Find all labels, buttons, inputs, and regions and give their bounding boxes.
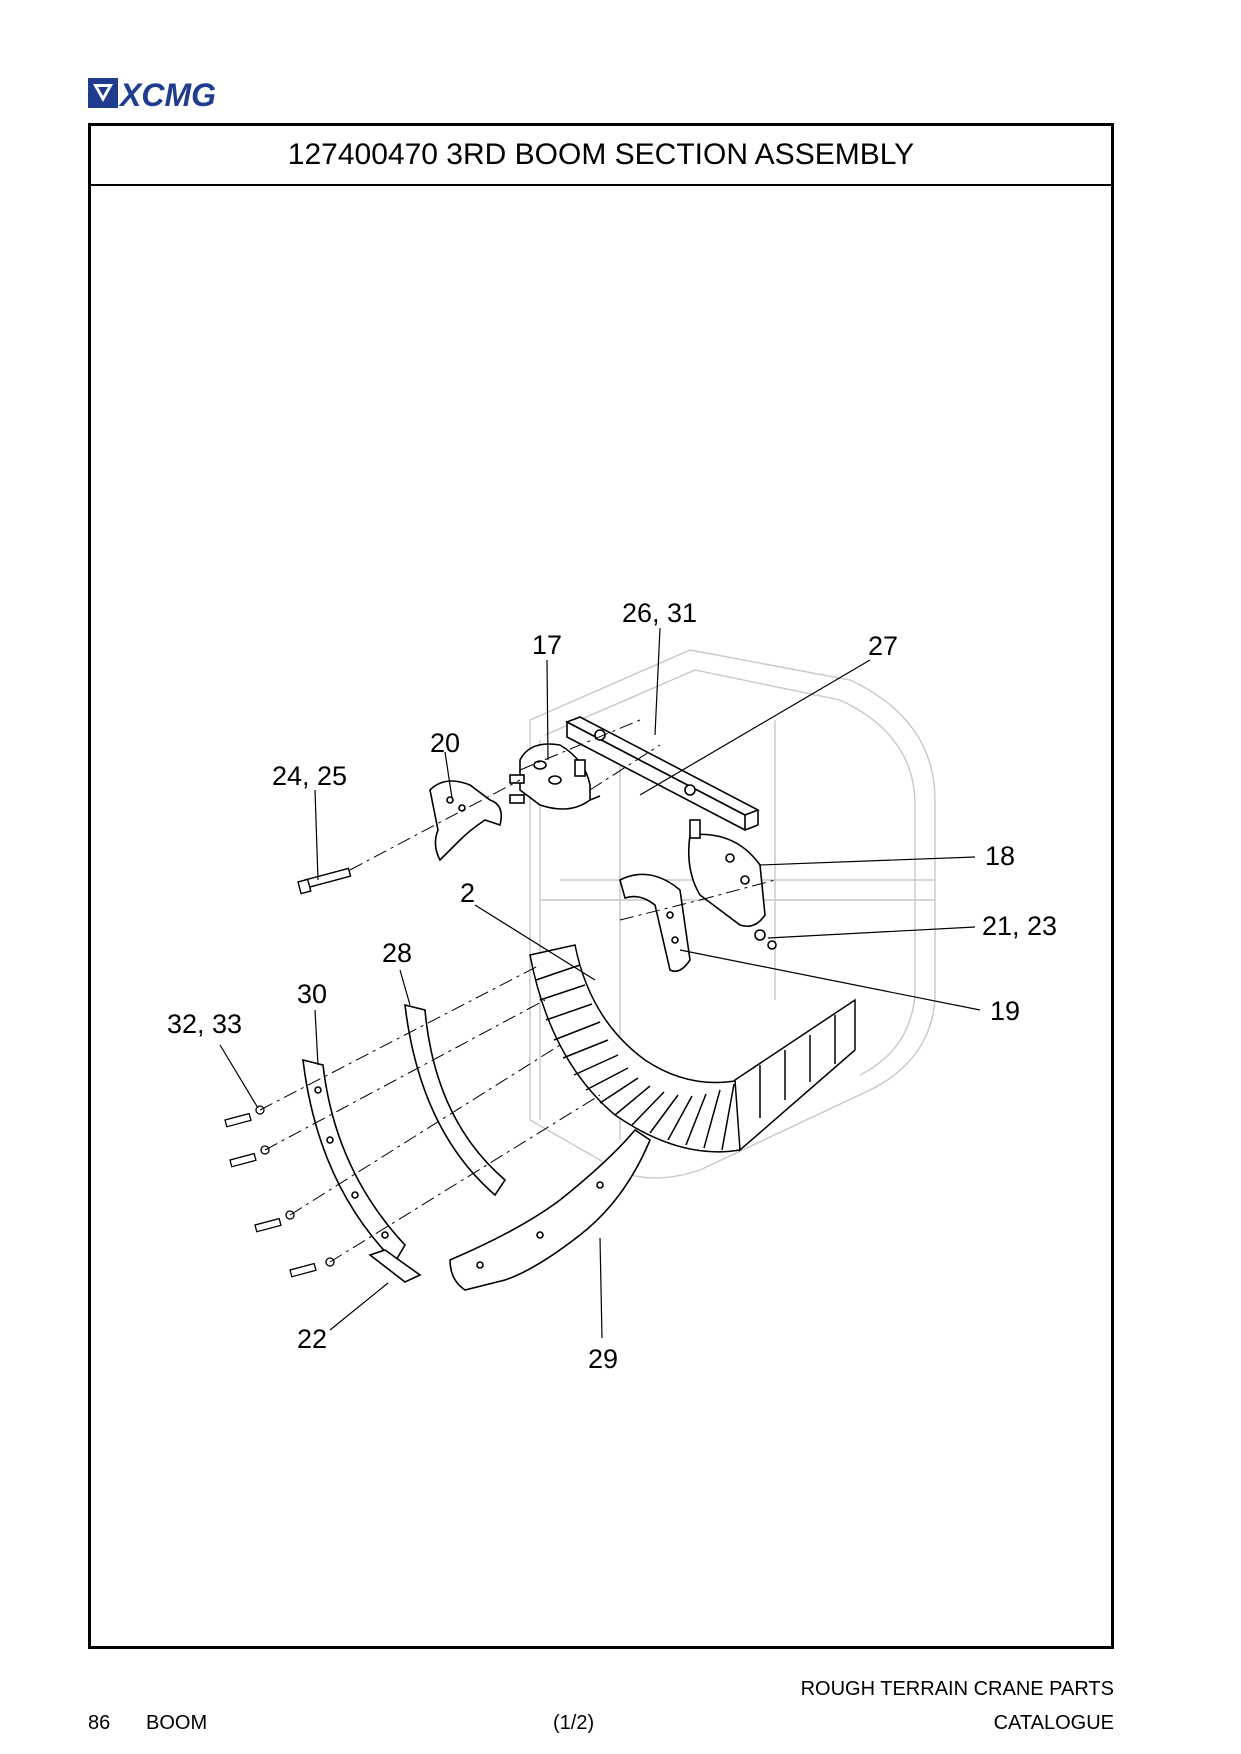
callout-22: 22 [297, 1324, 327, 1354]
part-32-33-screws [224, 1105, 335, 1278]
callout-17: 17 [532, 630, 562, 660]
footer-catalogue-line1: ROUGH TERRAIN CRANE PARTS [800, 1678, 1114, 1700]
callout-32-33: 32, 33 [167, 1009, 242, 1039]
callout-24-25: 24, 25 [272, 761, 347, 791]
callout-26-31: 26, 31 [622, 598, 697, 628]
callout-27: 27 [868, 631, 898, 661]
part-30-arc-plate [302, 1058, 406, 1264]
footer-catalogue-line2: CATALOGUE [993, 1712, 1114, 1734]
assembly-guide-lines [259, 719, 776, 1263]
part-20-plate [429, 780, 503, 862]
page-number: 86 [88, 1712, 111, 1734]
part-2-slide-pad [529, 944, 856, 1153]
callout-28: 28 [382, 938, 412, 968]
callout-29: 29 [588, 1344, 618, 1374]
callout-2: 2 [460, 878, 475, 908]
brand-name: XCMG [118, 77, 216, 112]
callout-20: 20 [430, 728, 460, 758]
callout-18: 18 [985, 841, 1015, 871]
footer-sheet: (1/2) [553, 1712, 595, 1734]
callout-21-23: 21, 23 [982, 911, 1057, 941]
part-27-rail [565, 716, 760, 832]
part-17-bracket [509, 743, 601, 810]
xcmg-logo-icon: XCMG [88, 77, 216, 113]
part-19-pad [619, 873, 691, 973]
callout-19: 19 [990, 996, 1020, 1026]
part-22-pad [368, 1249, 422, 1283]
part-18-bracket [687, 819, 777, 950]
part-29-bottom-plate [449, 1128, 651, 1291]
callout-labels: 26, 31 17 27 20 24, 25 18 2 21, 23 28 19… [167, 598, 1057, 1374]
part-28-arc [404, 1003, 507, 1197]
leader-lines [219, 627, 981, 1339]
part-24-25-bolt [297, 867, 352, 895]
callout-30: 30 [297, 979, 327, 1009]
footer-section: BOOM [146, 1712, 208, 1734]
drawing-frame: 127400470 3RD BOOM SECTION ASSEMBLY [88, 123, 1114, 1649]
page-title: 127400470 3RD BOOM SECTION ASSEMBLY [91, 126, 1111, 186]
brand-logo: XCMG [88, 76, 248, 113]
